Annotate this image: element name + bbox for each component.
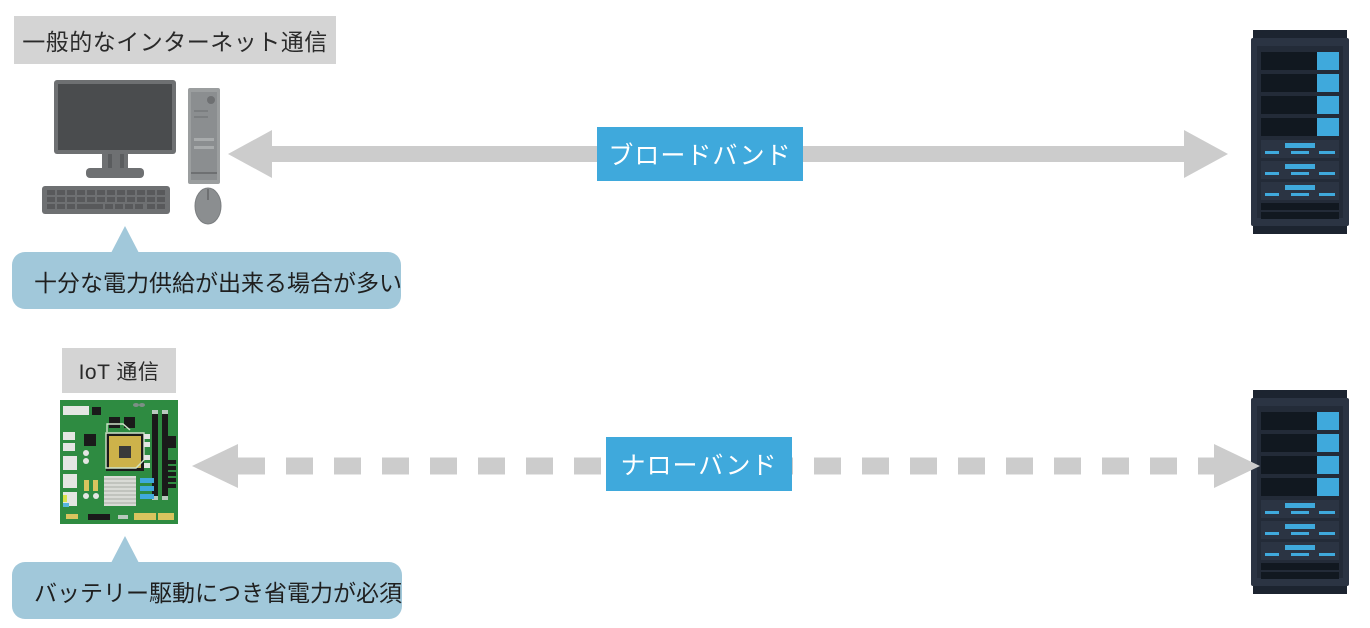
callout-tail-battery bbox=[111, 536, 139, 563]
desktop-computer-icon bbox=[36, 76, 236, 231]
callout-tail-power bbox=[111, 226, 139, 253]
band-label-narrowband: ナローバンド bbox=[606, 437, 792, 491]
callout-battery-power: バッテリー駆動につき省電力が必須 bbox=[12, 562, 402, 619]
section-title-internet: 一般的なインターネット通信 bbox=[14, 16, 336, 64]
circuit-board-icon bbox=[60, 400, 178, 524]
server-rack-icon bbox=[1247, 390, 1353, 594]
band-label-broadband: ブロードバンド bbox=[597, 127, 803, 181]
section-title-iot: IoT 通信 bbox=[62, 348, 176, 393]
server-rack-icon bbox=[1247, 30, 1353, 234]
callout-power-supply: 十分な電力供給が出来る場合が多い bbox=[12, 252, 402, 309]
